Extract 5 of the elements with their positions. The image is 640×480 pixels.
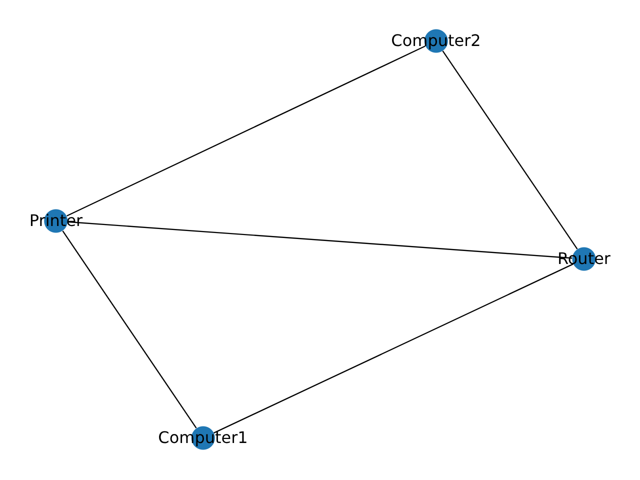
connector-line (214, 264, 574, 434)
connector-line (62, 230, 197, 428)
connector-line (442, 50, 578, 250)
connector-line (68, 221, 572, 259)
connector-line (66, 46, 426, 216)
